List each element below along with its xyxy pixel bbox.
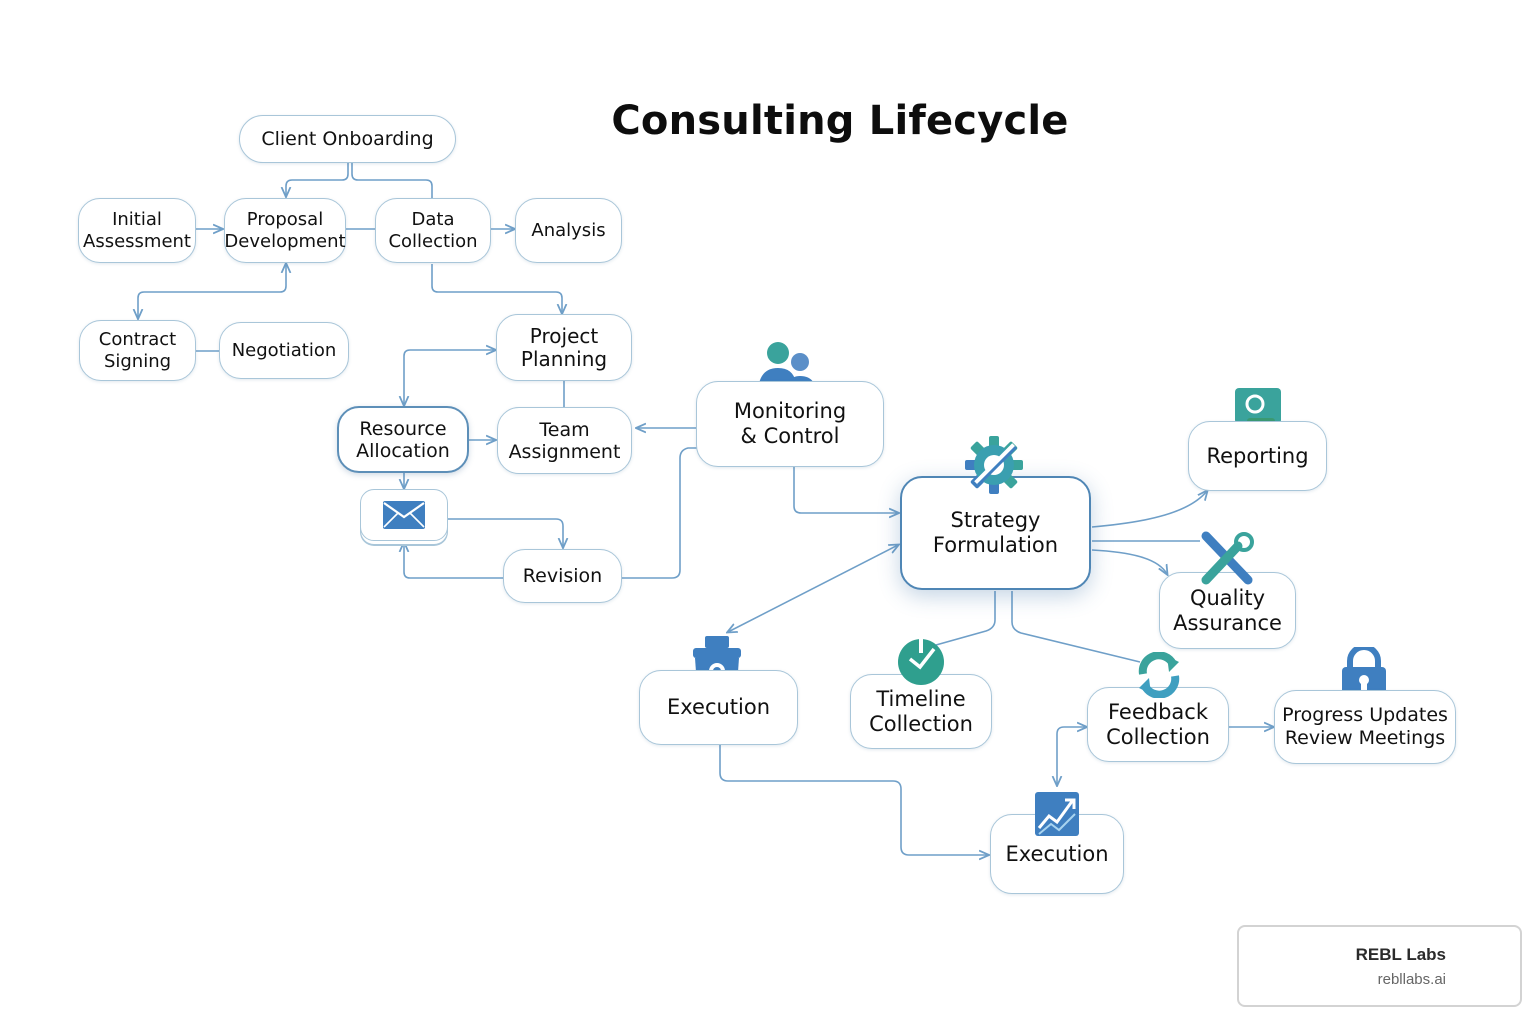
link-resource-planning xyxy=(404,350,495,405)
envelope-icon xyxy=(381,498,427,532)
brand-name: REBL Labs xyxy=(1355,945,1446,964)
link-data-planning xyxy=(431,264,562,313)
link-execution-feedback xyxy=(1057,727,1086,785)
brand-card: REBL Labs rebllabs.ai xyxy=(1237,925,1522,1007)
node-progress-updates: Progress Updates Review Meetings xyxy=(1274,690,1456,764)
node-feedback-collection: Feedback Collection xyxy=(1087,687,1229,762)
node-data-collection: Data Collection xyxy=(375,198,491,263)
node-contract-signing: Contract Signing xyxy=(79,320,196,381)
node-quality-assurance: Quality Assurance xyxy=(1159,572,1296,649)
node-analysis: Analysis xyxy=(515,198,622,263)
growth-chart-icon xyxy=(1033,790,1081,838)
link-strategy-reporting xyxy=(1091,491,1207,528)
node-resource-allocation: Resource Allocation xyxy=(337,406,469,473)
diagram-title: Consulting Lifecycle xyxy=(611,98,1069,144)
node-initial-assessment: Initial Assessment xyxy=(78,198,196,263)
gear-icon xyxy=(963,434,1025,496)
clock-icon xyxy=(896,637,946,687)
node-mail xyxy=(360,489,448,541)
node-negotiation: Negotiation xyxy=(219,322,349,379)
node-execution-left: Execution xyxy=(639,670,798,745)
tools-icon xyxy=(1198,530,1256,586)
link-monitoring-strategy xyxy=(793,466,898,513)
lock-icon xyxy=(1338,647,1390,699)
link-strategy-execution xyxy=(728,545,898,632)
link-onboarding-proposal xyxy=(286,162,349,196)
node-project-planning: Project Planning xyxy=(496,314,632,381)
node-reporting: Reporting xyxy=(1188,421,1327,491)
node-client-onboarding: Client Onboarding xyxy=(239,115,456,163)
node-timeline-collection: Timeline Collection xyxy=(850,674,992,749)
link-strategy-quality-2 xyxy=(1091,549,1167,574)
node-strategy-formulation: Strategy Formulation xyxy=(900,476,1091,590)
brand-url: rebllabs.ai xyxy=(1377,971,1446,988)
node-monitoring-control: Monitoring & Control xyxy=(696,381,884,467)
link-onboarding-data xyxy=(351,162,433,198)
node-revision: Revision xyxy=(503,549,622,603)
node-team-assignment: Team Assignment xyxy=(497,407,632,474)
link-revision-monitoring xyxy=(622,447,697,579)
link-execution-execution xyxy=(719,745,988,855)
link-strategy-feedback xyxy=(1011,591,1141,663)
node-execution-bottom: Execution xyxy=(990,814,1124,894)
link-revision-mail xyxy=(404,543,503,579)
link-proposal-contract xyxy=(138,264,286,318)
link-mail-revision xyxy=(448,518,563,547)
node-proposal-development: Proposal Development xyxy=(224,198,346,263)
refresh-icon xyxy=(1135,652,1183,698)
